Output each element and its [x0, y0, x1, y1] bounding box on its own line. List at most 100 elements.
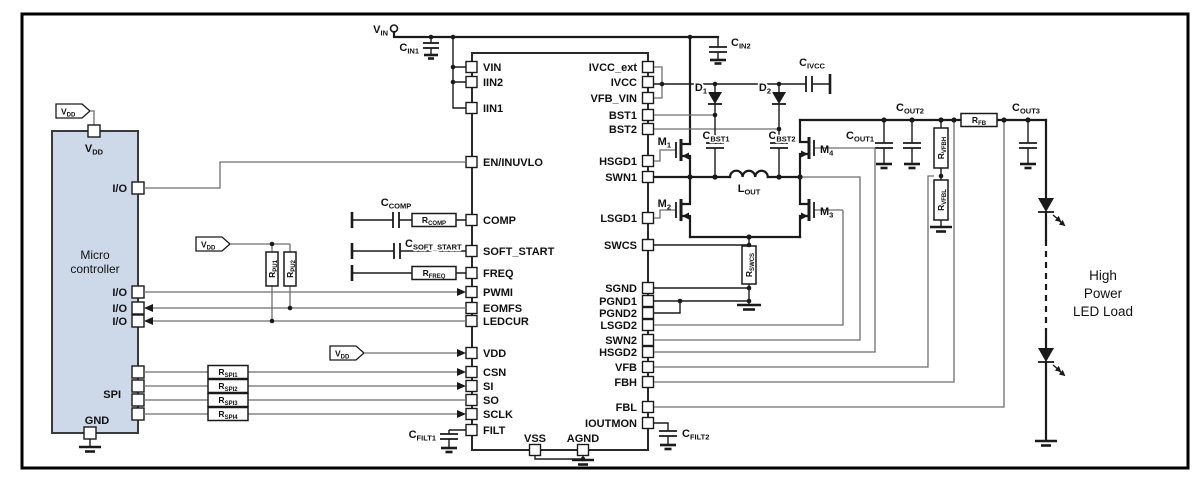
- d1-label: D1: [695, 82, 707, 96]
- vdd-flag-icon: [329, 345, 365, 361]
- vdd-flag-icon: [55, 103, 91, 119]
- pin-label-sgnd: SGND: [605, 283, 637, 295]
- cbst2-label: CBST2: [768, 130, 795, 144]
- pin-label-vfb-vin: VFB_VIN: [591, 93, 638, 105]
- load-line1: High: [1089, 268, 1117, 283]
- mosfet-m3: M3: [798, 175, 843, 239]
- pin-label-eomfs: EOMFS: [483, 303, 522, 315]
- micro-io-label-3: I/O: [112, 303, 127, 315]
- micro-pin-spi-2: [131, 379, 145, 393]
- capacitor-civcc: CIVCC: [797, 55, 832, 94]
- rfreq-label: RFREQ: [423, 268, 446, 280]
- micro-pin-io-1: [131, 181, 145, 195]
- arrow-icon: [457, 288, 466, 296]
- microcontroller-block: Micro controller VDD VDD I/O I/O I/O I/O…: [51, 103, 145, 453]
- pin-label-swcs: SWCS: [604, 240, 637, 252]
- spi-network: RSPI1 RSPI2 RSPI3 RSPI4: [144, 364, 466, 422]
- micro-pin-spi-1: [131, 365, 145, 379]
- arrow-icon: [457, 368, 466, 376]
- resistor-rspi1: [207, 364, 249, 380]
- pin-label-ivcc: IVCC: [611, 77, 637, 89]
- pin-label-lsgd1: LSGD1: [600, 213, 637, 225]
- freq-network: RFREQ: [350, 265, 466, 281]
- vin-terminal-label: VIN: [373, 24, 388, 38]
- resistor-rpu1: [265, 251, 279, 287]
- micro-pin-spi-3: [131, 393, 145, 407]
- pin-label-fbh: FBH: [614, 377, 637, 389]
- micro-gnd-label: GND: [85, 415, 110, 427]
- cin1-label: CIN1: [399, 42, 419, 56]
- resistor-rcomp: [411, 212, 457, 228]
- pin-label-pwmi: PWMI: [483, 287, 513, 299]
- pin-label-swn2: SWN2: [605, 335, 637, 347]
- resistor-rspi3: [207, 392, 249, 408]
- inductor-lout: LOUT: [728, 169, 769, 197]
- pin-label-si: SI: [483, 381, 493, 393]
- vdd-flag-ic: VDD: [329, 345, 466, 361]
- h-bridge: M1 M2 M4 M3: [652, 118, 875, 314]
- ic-right-pins: IVCC_ext IVCC VFB_VIN BST1 BST2 HSGD1 SW…: [585, 60, 655, 430]
- capacitor-cout2: COUT2: [894, 100, 926, 170]
- ic-block: VIN IIN2 IIN1 EN/INUVLO COMP SOFT_START …: [465, 52, 655, 466]
- ivcc-section: CIVCC D1 D2 CBST1 CBST: [654, 55, 832, 177]
- resistor-rfb: RFB: [960, 112, 998, 128]
- ground-icon: [1035, 439, 1057, 447]
- micro-pin-vdd: [87, 124, 101, 138]
- pin-label-sclk: SCLK: [483, 409, 513, 421]
- cout3-label: COUT3: [1012, 102, 1040, 116]
- rfb-label: RFB: [972, 115, 987, 127]
- capacitor-cin1: CIN1: [399, 37, 439, 60]
- m4-label: M4: [820, 144, 834, 158]
- junction-dots: [269, 34, 1031, 462]
- comp-network: CCOMP RCOMP: [350, 197, 466, 228]
- pin-label-iin2: IIN2: [483, 77, 503, 89]
- pin-label-pgnd2: PGND2: [599, 308, 637, 320]
- pin-label-vin: VIN: [483, 62, 501, 74]
- pin-label-softstart: SOFT_START: [483, 246, 555, 258]
- resistor-rfreq: [411, 265, 457, 281]
- pin-label-pgnd1: PGND1: [599, 296, 637, 308]
- m1-label: M1: [658, 136, 671, 150]
- micro-pin-gnd: [83, 426, 97, 440]
- cfilt1-label: CFILT1: [409, 429, 436, 443]
- input-rail: VIN CIN1 CIN2: [373, 24, 752, 146]
- output-section: COUT1 COUT2 RVFBH RVFBL: [654, 100, 1133, 447]
- mosfet-m4: M4: [798, 118, 875, 179]
- pin-label-agnd: AGND: [567, 433, 599, 445]
- led-string: [1035, 118, 1066, 447]
- mosfet-m2: M2: [654, 175, 692, 239]
- m2-label: M2: [658, 198, 671, 212]
- arrow-icon: [457, 349, 466, 357]
- capacitor-cbst2: CBST2: [767, 128, 797, 177]
- ic-left-pins: VIN IIN2 IIN1 EN/INUVLO COMP SOFT_START …: [465, 60, 555, 437]
- rpu1-label: RPU1: [267, 259, 279, 277]
- micro-io-label-1: I/O: [112, 183, 127, 195]
- lout-label: LOUT: [738, 183, 761, 197]
- pin-label-csn: CSN: [483, 367, 506, 379]
- pin-label-hsgd2: HSGD2: [599, 347, 637, 359]
- vdd-flag-label: VDD: [61, 107, 76, 119]
- arrow-icon: [457, 410, 466, 418]
- load-line3: LED Load: [1073, 304, 1133, 319]
- pin-label-lsgd2: LSGD2: [600, 320, 637, 332]
- mosfet-m1: M1: [654, 136, 692, 179]
- pin-label-en: EN/INUVLO: [483, 157, 543, 169]
- capacitor-cfilt1: CFILT1: [409, 429, 466, 454]
- pin-label-bst2: BST2: [609, 124, 637, 136]
- pin-label-iin1: IIN1: [483, 103, 503, 115]
- pullup-network: VDD RPU1 RPU2: [195, 236, 297, 321]
- css-label: CSOFT_START: [405, 238, 462, 252]
- micro-vdd-label: VDD: [85, 143, 104, 157]
- capacitor-cbst1: CBST1: [701, 115, 731, 177]
- capacitor-cfilt2: CFILT2: [654, 422, 709, 451]
- arrow-icon: [144, 317, 153, 325]
- civcc-label: CIVCC: [799, 57, 825, 71]
- rspi4-label: RSPI4: [218, 409, 238, 421]
- m3-label: M3: [820, 206, 833, 220]
- vdd-flag-micro: VDD: [55, 103, 95, 125]
- pin-label-vss: VSS: [524, 433, 546, 445]
- load-line2: Power: [1084, 286, 1123, 301]
- resistor-rspi2: [207, 378, 249, 394]
- pin-label-ivcc-ext: IVCC_ext: [589, 62, 638, 74]
- d2-label: D2: [759, 82, 771, 96]
